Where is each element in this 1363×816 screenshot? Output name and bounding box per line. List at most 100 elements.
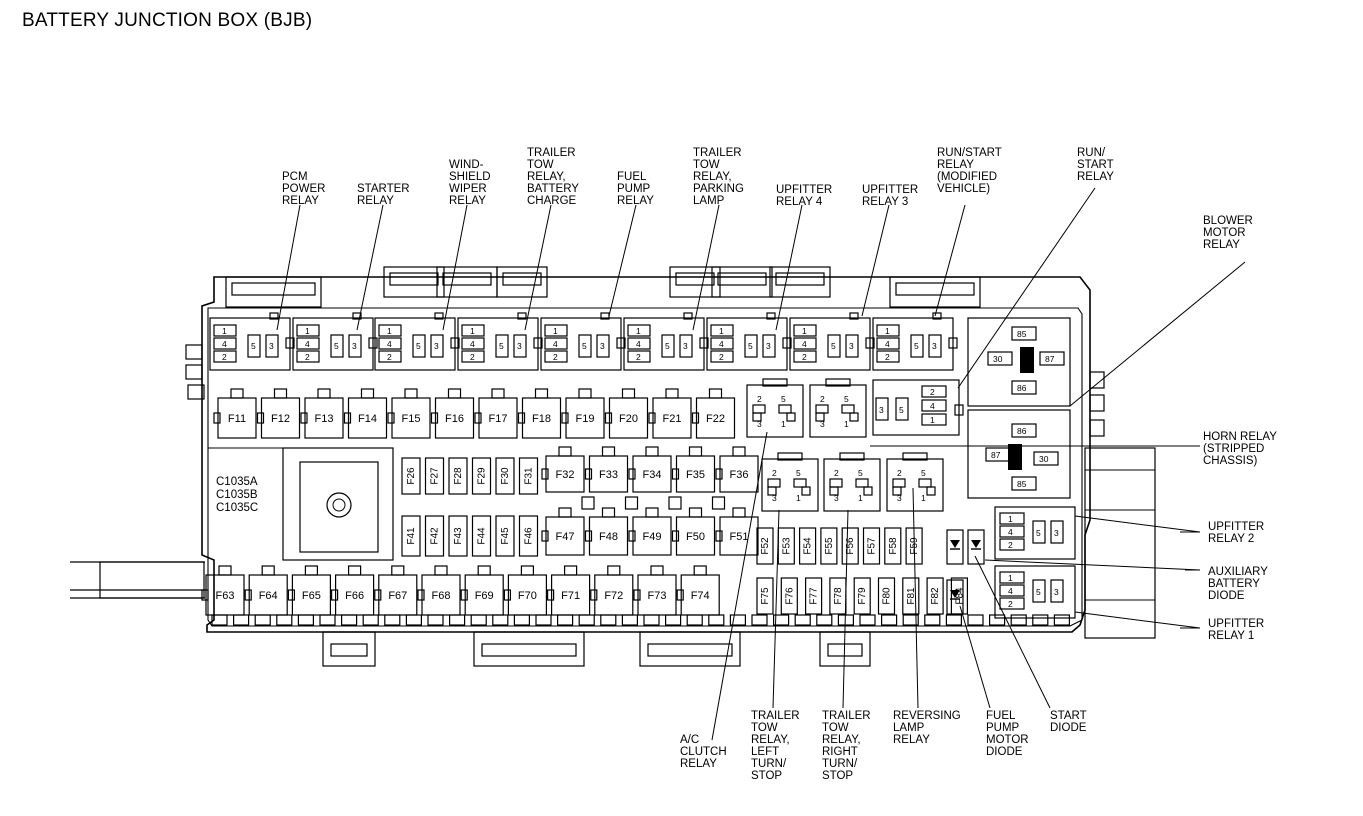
fuse-terminal bbox=[665, 388, 679, 399]
mini-fuse: F82 bbox=[926, 577, 944, 615]
leader-line bbox=[1074, 611, 1201, 629]
relay-pin-label: 1 bbox=[921, 493, 926, 503]
relay-pin bbox=[829, 478, 843, 488]
fuse: F15 bbox=[387, 388, 431, 439]
fuse-label: F52 bbox=[760, 537, 771, 555]
fuse-housing bbox=[902, 577, 920, 615]
callout-trailer-tow-battery-charge: TRAILER bbox=[527, 147, 576, 159]
callout-blower-motor-relay: BLOWER bbox=[1203, 215, 1253, 227]
fuse: F50 bbox=[671, 507, 716, 556]
relay-pin-label: 30 bbox=[1039, 454, 1049, 464]
terminal-pin bbox=[708, 614, 725, 626]
relay-housing bbox=[457, 317, 539, 371]
relay-housing bbox=[540, 317, 622, 371]
relay-pin bbox=[921, 399, 947, 412]
callout-trailer-tow-parking-lamp: LAMP bbox=[693, 195, 725, 207]
relay-pin bbox=[1011, 326, 1037, 341]
mini-fuse: F43 bbox=[448, 515, 468, 557]
relay-tab bbox=[762, 378, 788, 387]
fuse-label: F57 bbox=[867, 537, 878, 555]
leader-line bbox=[959, 605, 991, 709]
relay-pin bbox=[855, 478, 869, 488]
diode-housing bbox=[946, 579, 964, 615]
connector-label: C1035B bbox=[216, 489, 258, 501]
relay-pin bbox=[296, 337, 320, 350]
relay-pin-label: 5 bbox=[796, 468, 801, 478]
terminal-pin bbox=[816, 614, 833, 626]
fuse: F14 bbox=[343, 388, 388, 439]
leader-line bbox=[934, 204, 966, 317]
relay-pin bbox=[876, 324, 900, 337]
fuse-housing bbox=[495, 515, 515, 557]
callout-trailer-tow-parking-lamp: RELAY, bbox=[693, 171, 732, 183]
relay-pin bbox=[752, 404, 766, 414]
mounting-tab bbox=[889, 276, 981, 308]
mounting-tab-slot bbox=[895, 282, 975, 296]
fuse-label: F27 bbox=[430, 467, 441, 485]
relay-housing bbox=[746, 384, 804, 438]
relay-pin-label: 5 bbox=[921, 468, 926, 478]
leader-line bbox=[984, 559, 1201, 571]
relay-pin bbox=[330, 334, 344, 358]
harness-bundle bbox=[99, 561, 205, 599]
callout-trailer-tow-parking-lamp: PARKING bbox=[693, 183, 744, 195]
relay-pin-label: 30 bbox=[993, 354, 1003, 364]
fuse-housing bbox=[471, 457, 492, 495]
relay-pin-label: 3 bbox=[683, 341, 688, 351]
mini-fuse: F76 bbox=[780, 577, 798, 615]
relay-pin-label: 5 bbox=[582, 341, 587, 351]
relay-pin-label: 85 bbox=[1017, 329, 1027, 339]
fuse-side-clip bbox=[633, 589, 641, 601]
fuse-side-clip bbox=[541, 468, 549, 480]
mounting-tab-slot bbox=[389, 272, 439, 286]
relay-pin bbox=[999, 525, 1025, 538]
fuse-housing bbox=[862, 527, 881, 565]
relay-tab bbox=[825, 378, 851, 387]
fuse-terminal bbox=[607, 565, 621, 576]
fuse-side-clip bbox=[561, 412, 569, 424]
fuse-terminal bbox=[261, 565, 275, 576]
fuse-terminal bbox=[520, 565, 535, 576]
fuse-side-clip bbox=[387, 412, 395, 424]
mini-fuse: F77 bbox=[804, 577, 823, 615]
harness-bundle bbox=[1084, 447, 1156, 639]
fuse-terminal bbox=[650, 565, 664, 576]
fuse-label: F17 bbox=[489, 413, 508, 425]
relay-pin bbox=[778, 404, 792, 414]
fuse-label: F48 bbox=[599, 531, 618, 543]
mini-fuse: F27 bbox=[424, 457, 445, 495]
relay-pin bbox=[1033, 451, 1059, 466]
fuse-terminal bbox=[534, 388, 549, 399]
callout-auxiliary-battery-diode: AUXILIARY bbox=[1208, 566, 1268, 578]
relay-pin-label: 5 bbox=[858, 468, 863, 478]
fuse-test-point bbox=[668, 496, 682, 510]
relay-pin-label: 2 bbox=[897, 468, 902, 478]
fuse: F64 bbox=[244, 565, 288, 616]
relay-pin-label: 5 bbox=[665, 341, 670, 351]
relay-pin bbox=[1011, 380, 1037, 395]
fuse-housing bbox=[798, 527, 817, 565]
fuse-label: F84 bbox=[954, 587, 965, 605]
fuse-label: F82 bbox=[930, 587, 941, 605]
relay-housing bbox=[872, 379, 960, 436]
relay-side-latch bbox=[450, 337, 460, 349]
relay-pin bbox=[921, 413, 947, 426]
fuse-terminal bbox=[621, 388, 636, 399]
fuse-label: F33 bbox=[599, 469, 618, 481]
fuse-label: F20 bbox=[619, 413, 638, 425]
relay-pin bbox=[999, 571, 1025, 584]
fuse-terminal bbox=[434, 565, 448, 576]
fuse-label: F26 bbox=[406, 467, 417, 485]
relay-pin bbox=[513, 334, 527, 358]
fuse-side-clip bbox=[648, 412, 656, 424]
relay-pin-label: 86 bbox=[1017, 383, 1027, 393]
relay-pin-label: 4 bbox=[1008, 586, 1013, 596]
mini-fuse: F58 bbox=[884, 527, 902, 565]
relay-housing bbox=[994, 506, 1076, 560]
relay-pin bbox=[752, 412, 762, 422]
fuse-terminal bbox=[404, 388, 418, 399]
